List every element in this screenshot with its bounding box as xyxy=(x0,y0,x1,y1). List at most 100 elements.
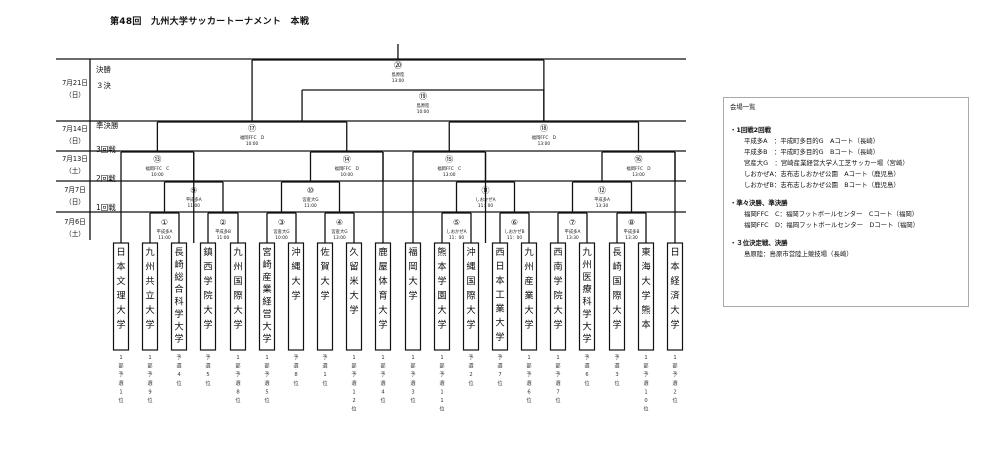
team-name: 日本文理大学 xyxy=(116,247,125,331)
match-m15-venue: 福岡FFC C xyxy=(437,165,461,172)
venue-list-title: 会場一覧 xyxy=(730,103,756,111)
match-m6-venue: しおかぜB xyxy=(504,228,524,235)
match-m18-number: ⑱ xyxy=(540,124,548,133)
match-m10-time: 11:00 xyxy=(304,203,317,209)
page-title: 第48回 九州大学サッカートーナメント 本戦 xyxy=(110,17,310,27)
match-m10-number: ⑩ xyxy=(307,186,314,195)
team-name: 九州国際大学 xyxy=(233,246,243,331)
match-m3-time: 10:00 xyxy=(275,235,288,241)
team-name: 長崎国際大学 xyxy=(612,247,622,331)
date-label: 7月21日 xyxy=(62,79,88,87)
venue-section: ・３位決定戦、決勝島原陸：島原市営陸上競技場（長崎） xyxy=(730,238,962,260)
match-m20-venue: 島原陸 xyxy=(392,71,406,78)
team-name: 九州産業大学 xyxy=(524,246,534,331)
team-name: 日本経済大学 xyxy=(670,247,680,331)
match-m14-number: ⑭ xyxy=(343,155,351,164)
match-m16-venue: 福岡FFC D xyxy=(626,165,651,172)
round-label: 準決勝 xyxy=(96,120,119,130)
match-m17-time: 10:00 xyxy=(246,141,259,147)
match-m16-number: ⑯ xyxy=(635,155,643,164)
match-m15-time: 13:00 xyxy=(443,172,456,178)
venue-entry: しおかぜA：志布志しおかぜ公園 Aコート（鹿児島） xyxy=(744,170,900,178)
match-m6-time: 11：00 xyxy=(507,235,522,241)
match-m7-time: 13:30 xyxy=(566,235,579,241)
team-name: 長崎総合科学大学 xyxy=(174,247,184,345)
match-m2-venue: 平成多B xyxy=(215,228,231,235)
match-m19-venue: 島原陸 xyxy=(417,102,431,109)
team-name: 鎮西学院大学 xyxy=(203,246,212,331)
round-label: 決勝 xyxy=(96,64,111,74)
match-m13-number: ⑬ xyxy=(153,155,161,164)
match-m1-venue: 平成多A xyxy=(157,228,173,235)
team-name: 西南学院大学 xyxy=(553,247,562,331)
team-name: 宮崎産業経営大学 xyxy=(262,246,272,345)
match-m13-venue: 福岡FFC C xyxy=(145,165,169,172)
match-m15-number: ⑮ xyxy=(445,155,453,164)
match-m12-venue: 平成多A xyxy=(594,196,610,203)
match-m5-time: 11：00 xyxy=(449,235,464,241)
match-m19-number: ⑲ xyxy=(419,92,427,101)
match-m10-venue: 宮産大G xyxy=(302,196,318,203)
team-name: 沖縄国際大学 xyxy=(466,246,475,331)
round-label: ３決 xyxy=(96,80,111,90)
team-name: 沖縄大学 xyxy=(291,246,300,302)
team-name: 東海大学熊本 xyxy=(641,246,650,331)
date-label: 7月13日 xyxy=(62,155,88,163)
match-m3-number: ③ xyxy=(278,218,285,227)
venue-entry: 福岡FFC D：福岡フットボールセンター Dコート（福岡） xyxy=(744,221,920,229)
venue-section-heading: ・準々決勝、準決勝 xyxy=(730,199,788,207)
date-label: （日） xyxy=(65,91,85,99)
team-name: 鹿屋体育大学 xyxy=(378,246,388,331)
match-m1-number: ① xyxy=(161,218,168,227)
team-name: 佐賀大学 xyxy=(320,246,329,302)
date-label: （日） xyxy=(65,198,85,206)
match-m5-venue: しおかぜA xyxy=(446,228,466,235)
match-m5-number: ⑤ xyxy=(453,218,460,227)
date-label: （日） xyxy=(65,137,85,145)
match-m16-time: 13:00 xyxy=(632,172,645,178)
round-label: 2回戦 xyxy=(96,173,116,183)
match-m13-time: 10:00 xyxy=(151,172,164,178)
team-name: 久留米大学 xyxy=(349,246,358,316)
match-m2-time: 11:00 xyxy=(217,235,230,241)
date-label: 7月14日 xyxy=(62,125,88,133)
match-m12-number: ⑫ xyxy=(598,186,606,195)
venue-sections: ・1回戦2回戦平成多A ：平成町多目的G Aコート（長崎）平成多B ：平成町多目… xyxy=(730,125,962,260)
team-name: 西日本工業大学 xyxy=(495,247,504,343)
match-m20-time: 13:00 xyxy=(392,78,405,84)
venue-entry: 平成多A ：平成町多目的G Aコート（長崎） xyxy=(744,137,880,145)
match-m18-time: 13:00 xyxy=(538,141,551,147)
match-m7-number: ⑦ xyxy=(569,218,576,227)
match-m1-time: 11:00 xyxy=(158,235,171,241)
venue-entry: 福岡FFC C：福岡フットボールセンター Cコート（福岡） xyxy=(744,210,919,218)
team-name: 福岡大学 xyxy=(408,246,417,302)
match-m14-time: 10:00 xyxy=(341,172,354,178)
round-label: 1回戦 xyxy=(96,202,116,212)
match-m8-time: 13:30 xyxy=(625,235,638,241)
team-name: 九州共立大学 xyxy=(145,246,155,331)
match-m2-number: ② xyxy=(219,218,226,227)
date-label: 7月7日 xyxy=(64,186,86,194)
match-m18-venue: 福岡FFC D xyxy=(532,134,557,141)
tournament-bracket: 決勝３決準決勝3回戦2回戦1回戦7月21日（日）7月14日（日）7月13日（土）… xyxy=(56,44,686,413)
venue-section: ・準々決勝、準決勝福岡FFC C：福岡フットボールセンター Cコート（福岡） 福岡… xyxy=(730,198,962,231)
venue-entry: しおかぜB：志布志しおかぜ公園 Bコート（鹿児島） xyxy=(744,181,900,189)
date-label: 7月6日 xyxy=(64,218,86,226)
match-m12-time: 13:30 xyxy=(596,203,609,209)
venue-entry: 島原陸：島原市営陸上競技場（長崎） xyxy=(744,250,853,258)
match-m8-number: ⑧ xyxy=(628,218,635,227)
venue-entry: 平成多B ：平成町多目的G Bコート（長崎） xyxy=(744,148,880,156)
match-m4-time: 13:00 xyxy=(333,235,346,241)
match-m3-venue: 宮産大G xyxy=(273,228,289,235)
